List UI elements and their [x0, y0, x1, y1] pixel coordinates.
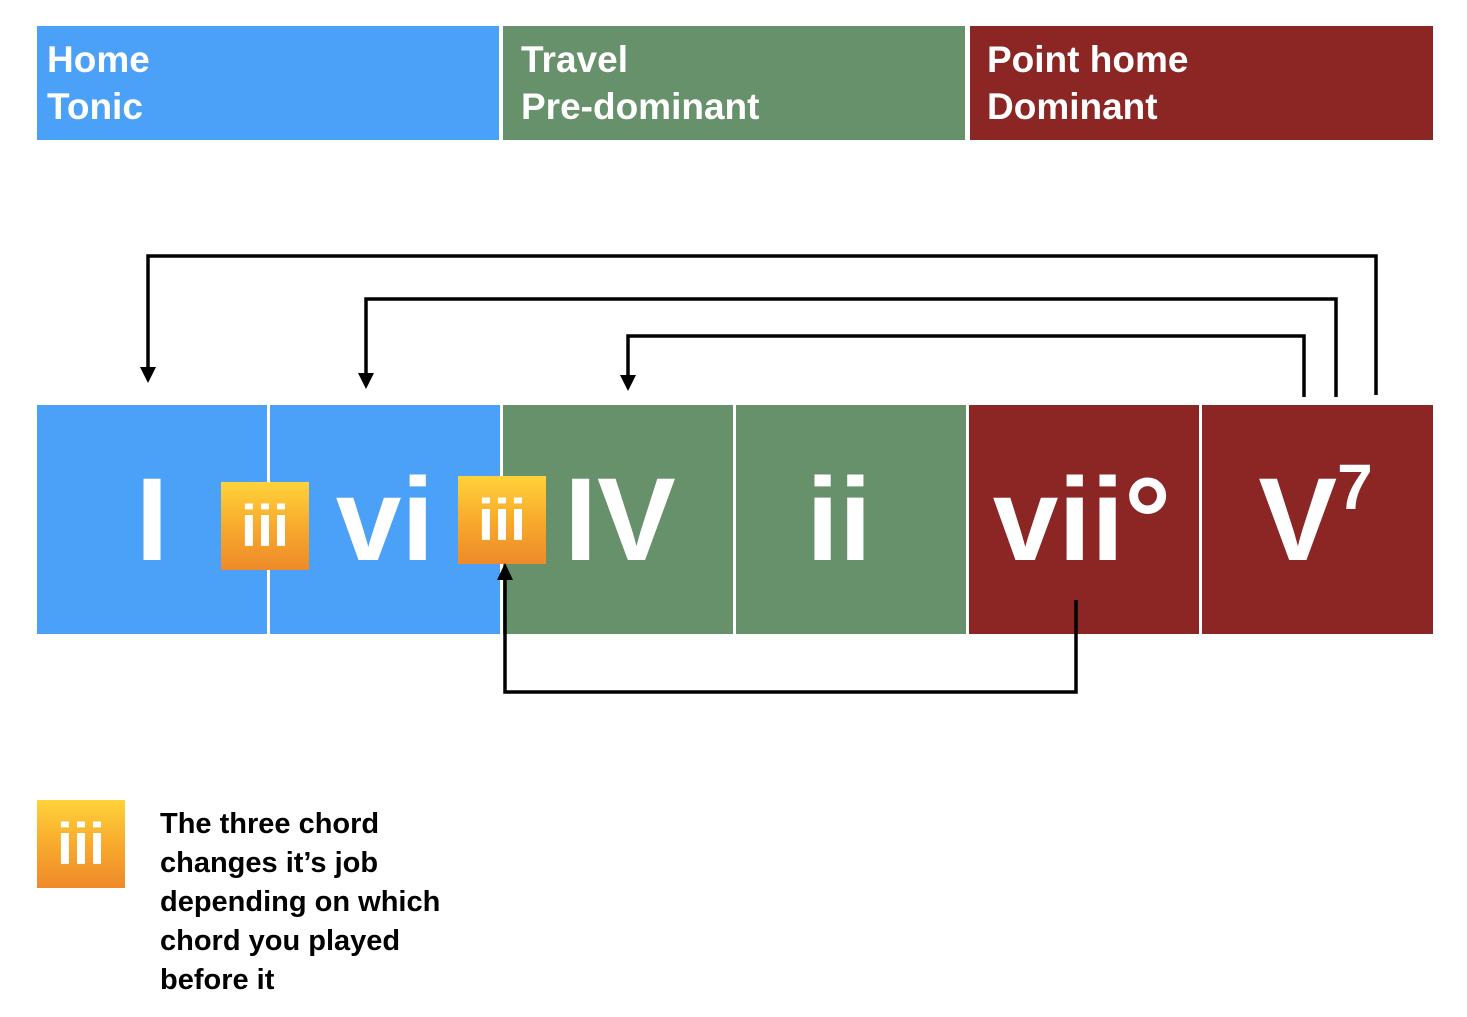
arrowhead-V-to-vi: [358, 373, 374, 389]
header-predominant: Travel Pre-dominant: [503, 26, 965, 140]
chord-V7-label: V7: [1258, 455, 1372, 579]
header-dominant-line1: Point home: [987, 39, 1189, 80]
header-predominant-line2: Pre-dominant: [521, 86, 760, 127]
arrow-V-to-IV: [626, 334, 1306, 397]
iii-badge-predominant: iii: [458, 476, 546, 564]
arrow-vii-to-iii: [503, 578, 1078, 694]
header-tonic: Home Tonic: [37, 26, 499, 140]
chord-V7: V7: [1202, 405, 1433, 634]
legend-text: The three chord changes it’s job dependi…: [160, 808, 441, 996]
iii-badge-tonic: iii: [221, 482, 309, 570]
header-tonic-line2: Tonic: [47, 86, 143, 127]
arrow-V-to-vi: [364, 297, 1338, 397]
header-tonic-line1: Home: [47, 39, 150, 80]
arrowhead-vii-to-iii: [497, 563, 513, 580]
chord-IV-label: IV: [564, 453, 676, 586]
chord-I-label: I: [135, 453, 169, 586]
arrow-V-to-I: [146, 254, 1378, 395]
chord-V7-root: V: [1258, 453, 1338, 586]
arrowhead-V-to-IV: [620, 375, 636, 391]
chord-ii: ii: [736, 405, 966, 634]
header-predominant-line1: Travel: [521, 39, 628, 80]
chord-V7-seventh: 7: [1337, 450, 1373, 523]
chord-ii-label: ii: [806, 453, 872, 586]
arrowhead-V-to-I: [140, 367, 156, 383]
header-dominant-line2: Dominant: [987, 86, 1158, 127]
header-dominant: Point home Dominant: [970, 26, 1433, 140]
chord-vi-label: vi: [335, 453, 435, 586]
chord-vii-dim-label: vii°: [992, 453, 1172, 586]
chord-vii-dim: vii°: [969, 405, 1199, 634]
legend-iii-badge: iii: [37, 800, 125, 888]
